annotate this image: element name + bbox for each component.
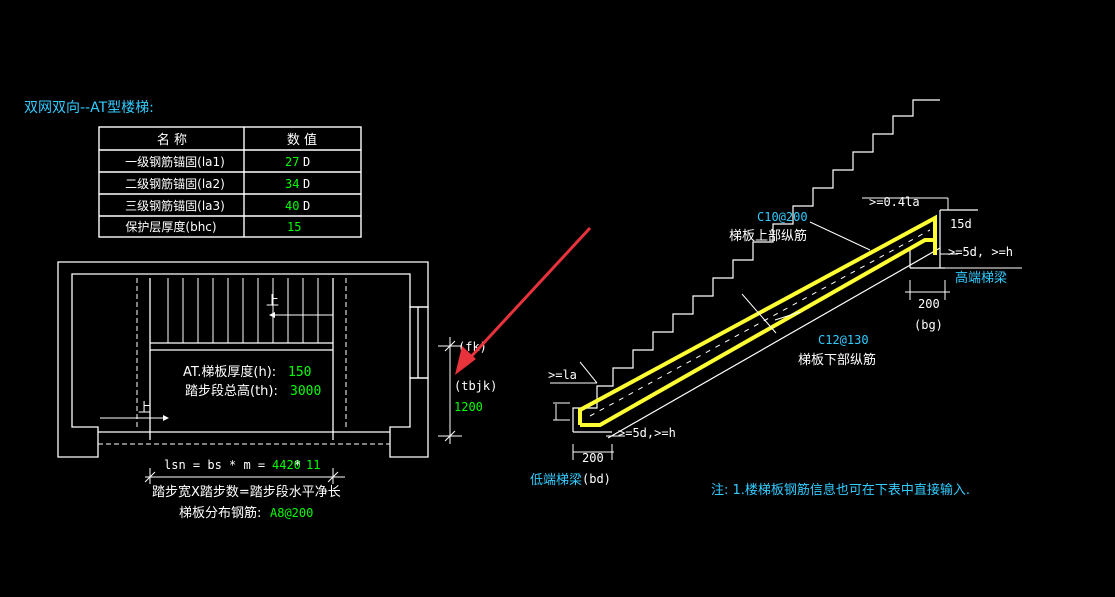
thickness-label: AT.梯板厚度(h): [183, 364, 276, 380]
note-text: 注: 1.楼梯板钢筋信息也可在下表中直接输入. [711, 482, 970, 498]
table-row-unit: D [303, 199, 310, 213]
table-row-name: 三级钢筋锚固(la3) [125, 198, 225, 213]
width-value[interactable]: 1200 [454, 400, 483, 414]
width-dimension [438, 337, 462, 444]
low-beam-width: 200 [582, 451, 604, 465]
lsn-star: * [294, 458, 301, 472]
up-label: 上 [266, 294, 279, 309]
drawing-title: 双网双向--AT型楼梯: [24, 100, 154, 116]
table-row-value[interactable]: 15 [287, 220, 301, 234]
low-beam-label: 低端梯梁 [530, 473, 582, 488]
table-row-unit: D [303, 155, 310, 169]
lsn-note: 踏步宽X踏步数=踏步段水平净长 [152, 484, 341, 500]
distribution-label: 梯板分布钢筋: [179, 505, 261, 521]
stair-section [572, 99, 978, 439]
table-row-unit: D [303, 177, 310, 191]
table-row-name: 保护层厚度(bhc) [125, 219, 216, 234]
lsn-bs-value[interactable]: 4420 [272, 458, 301, 472]
stair-treads [167, 278, 319, 343]
table-header-name: 名 称 [157, 132, 187, 148]
height-label: 踏步段总高(th): [185, 383, 278, 399]
bd-label: (bd) [582, 472, 611, 486]
top-anchor-label: >=0.4la [869, 195, 920, 209]
bg-label: (bg) [914, 318, 943, 332]
hook-label: 15d [950, 217, 972, 231]
top-rebar-label: 梯板上部纵筋 [729, 228, 807, 244]
parameter-table [98, 126, 362, 238]
lsn-m-value[interactable]: 11 [306, 458, 320, 472]
plan-dashed-lines [98, 278, 390, 445]
height-value[interactable]: 3000 [290, 384, 321, 399]
lsn-label: lsn = bs * m = [164, 458, 265, 472]
table-header-value: 数 值 [287, 132, 317, 148]
table-row-name: 二级钢筋锚固(la2) [125, 176, 225, 191]
up-label: 上 [138, 401, 151, 416]
table-row-value[interactable]: 34 [285, 177, 299, 191]
table-row-value[interactable]: 40 [285, 199, 299, 213]
tbjk-label: (tbjk) [454, 379, 497, 393]
lsn-dimension [144, 468, 345, 484]
high-beam-label: 高端梯梁 [955, 270, 1007, 286]
distribution-value[interactable]: A8@200 [270, 506, 313, 520]
low-la-label: >=la [548, 368, 577, 382]
top-rebar [578, 214, 937, 425]
red-arrow-icon [455, 226, 592, 375]
top-rebar-code[interactable]: C10@200 [757, 210, 808, 224]
bottom-rebar [580, 238, 935, 427]
high-beam-width: 200 [918, 297, 940, 311]
bottom-rebar-code[interactable]: C12@130 [818, 333, 869, 347]
section-leaders [550, 197, 1022, 460]
thickness-value[interactable]: 150 [288, 365, 311, 380]
high-anchor-label: >=5d, >=h [948, 245, 1013, 259]
table-row-name: 一级钢筋锚固(la1) [125, 154, 225, 169]
distribution-rebar-line [589, 229, 931, 417]
table-row-value[interactable]: 27 [285, 155, 299, 169]
bottom-rebar-label: 梯板下部纵筋 [798, 352, 876, 368]
low-anchor-label: >=5d,>=h [618, 426, 676, 440]
